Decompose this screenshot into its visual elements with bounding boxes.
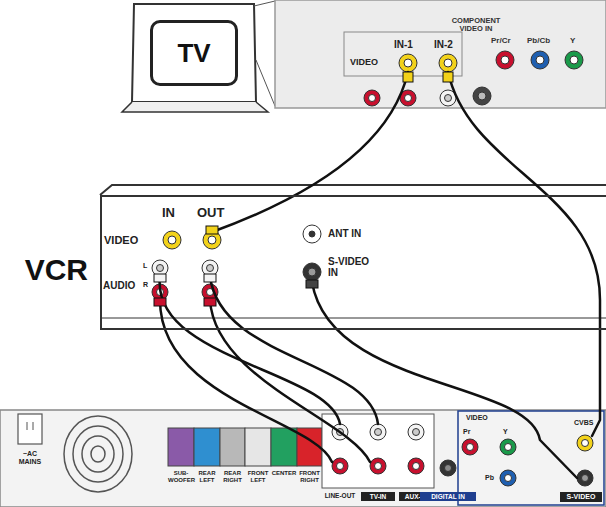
audio-jack-label: TV-IN	[361, 492, 395, 501]
channel-label: R	[143, 281, 148, 289]
jack-label: Y	[503, 428, 508, 436]
jack-label: Pr/Cr	[491, 37, 511, 46]
channel-label: L	[143, 262, 147, 270]
jack-label: S-VIDEO	[560, 492, 602, 502]
jack-label: Pb/Cb	[527, 37, 550, 46]
vcr-jack-label: AUDIO	[103, 280, 135, 291]
video-group-label: VIDEO	[466, 414, 488, 422]
vcr-jack-label: ANT IN	[328, 228, 361, 239]
node-label: TV	[177, 39, 210, 68]
jack-label: Pr	[463, 428, 470, 436]
jack-label: VIDEO	[350, 58, 378, 68]
power-label: ~AC MAINS	[12, 450, 48, 465]
speaker-label: REAR LEFT	[194, 470, 220, 483]
tv-screen: TV	[150, 20, 238, 86]
jack-label: Y	[570, 37, 575, 46]
speaker-label: FRONT RIGHT	[297, 470, 322, 483]
vcr-jack-label: IN	[162, 206, 175, 220]
speaker-label: CENTER	[271, 470, 297, 477]
speaker-label: FRONT LEFT	[245, 470, 271, 483]
audio-jack-label: LINE-OUT	[322, 492, 358, 499]
digital-label: DIGITAL IN	[420, 492, 476, 501]
vcr-jack-label: S-VIDEO IN	[328, 256, 380, 278]
node-label: VCR	[25, 253, 88, 286]
input-label: IN-1	[394, 39, 413, 50]
jack-label: CVBS	[574, 419, 593, 427]
vcr-jack-label: VIDEO	[104, 234, 138, 246]
vcr-jack-label: OUT	[197, 206, 224, 220]
speaker-label: REAR RIGHT	[220, 470, 245, 483]
input-label: IN-2	[434, 39, 453, 50]
jack-label: Pb	[485, 474, 494, 482]
panel-heading: COMPONENT VIDEO IN	[448, 17, 504, 34]
speaker-label: SUB-WOOFER	[168, 470, 194, 483]
